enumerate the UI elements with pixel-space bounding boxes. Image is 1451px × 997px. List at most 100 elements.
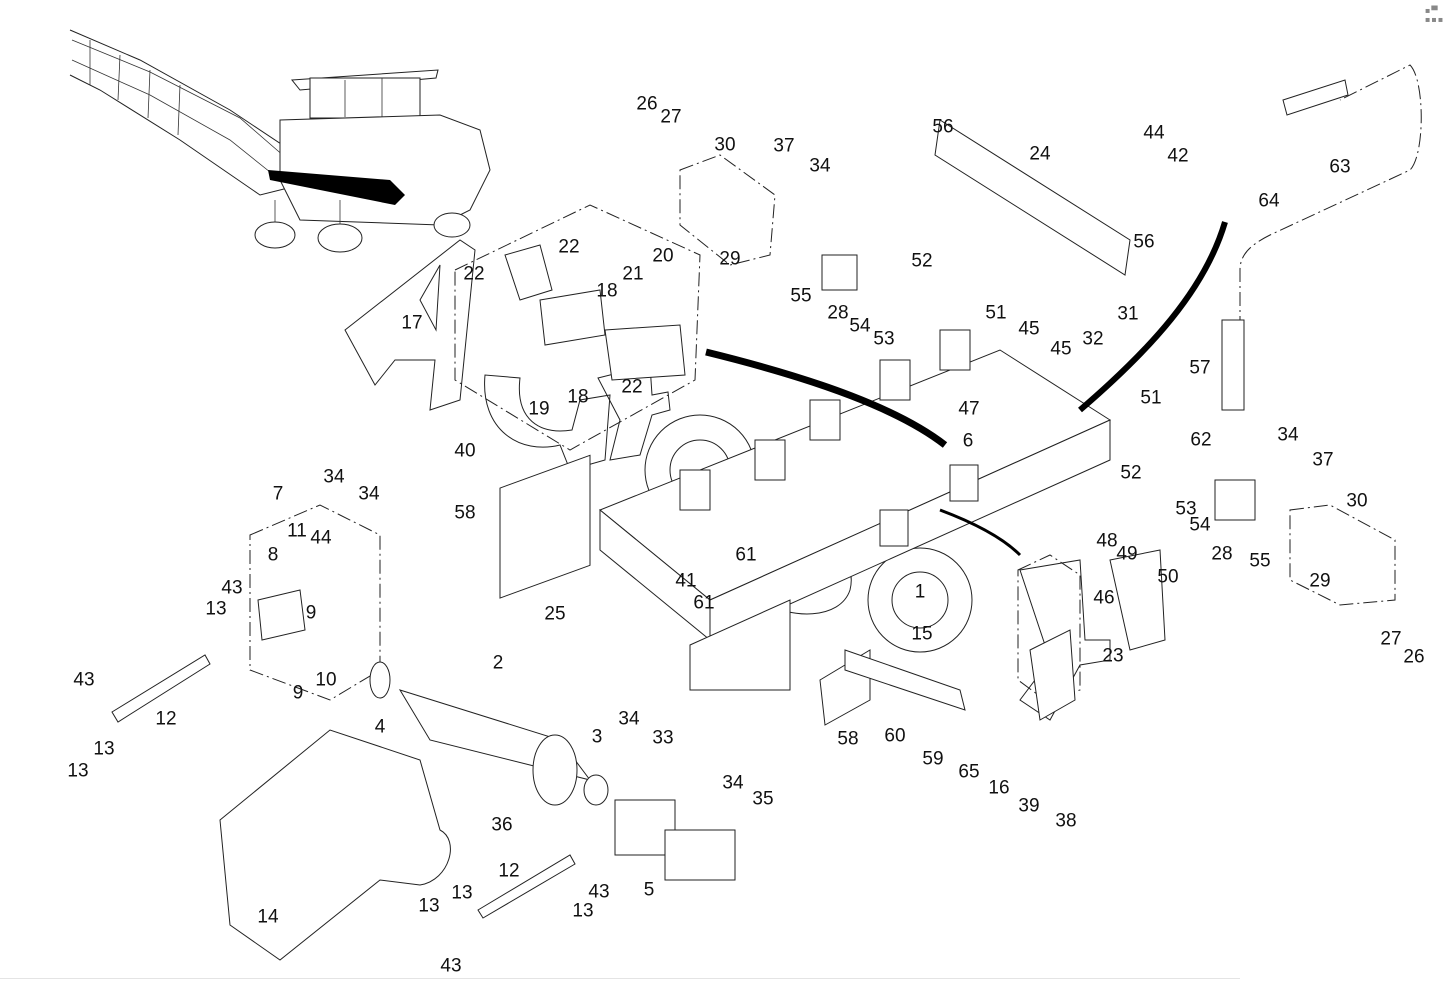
callout-label-59: 59	[922, 748, 944, 770]
callout-label-45: 45	[1018, 318, 1040, 340]
callout-label-13: 13	[572, 900, 594, 922]
callout-label-12: 12	[498, 860, 520, 882]
callout-label-41: 41	[675, 570, 697, 592]
callout-label-21: 21	[622, 263, 644, 285]
callout-label-3: 3	[591, 726, 603, 748]
group-outlines	[249, 64, 1422, 701]
callout-label-9: 9	[292, 682, 304, 704]
callout-label-43: 43	[440, 955, 462, 977]
callout-label-35: 35	[752, 788, 774, 810]
callout-label-48: 48	[1096, 530, 1118, 552]
callout-label-56: 56	[1133, 231, 1155, 253]
callout-label-34: 34	[323, 466, 345, 488]
callout-label-46: 46	[1093, 587, 1115, 609]
callout-label-27: 27	[660, 106, 682, 128]
callout-label-18: 18	[567, 386, 589, 408]
callout-label-22: 22	[621, 376, 643, 398]
callout-label-25: 25	[544, 603, 566, 625]
callout-label-31: 31	[1117, 303, 1139, 325]
callout-label-28: 28	[827, 302, 849, 324]
callout-label-26: 26	[636, 93, 658, 115]
callout-label-2: 2	[492, 652, 504, 674]
callout-label-36: 36	[491, 814, 513, 836]
callout-label-61: 61	[735, 544, 757, 566]
callout-label-57: 57	[1189, 357, 1211, 379]
callout-label-30: 30	[1346, 490, 1368, 512]
callout-label-55: 55	[1249, 550, 1271, 572]
callout-label-42: 42	[1167, 145, 1189, 167]
callout-label-51: 51	[1140, 387, 1162, 409]
callout-label-13: 13	[451, 882, 473, 904]
callout-label-61: 61	[693, 592, 715, 614]
callout-label-8: 8	[267, 544, 279, 566]
callout-label-58: 58	[837, 728, 859, 750]
callout-label-63: 63	[1329, 156, 1351, 178]
callout-label-50: 50	[1157, 566, 1179, 588]
callout-label-22: 22	[558, 236, 580, 258]
callout-label-29: 29	[1309, 570, 1331, 592]
toolbar-dots: ▪▀ ▪▪▪	[1425, 6, 1445, 24]
bottom-divider	[0, 978, 1240, 979]
callout-label-54: 54	[1189, 514, 1211, 536]
callout-label-52: 52	[911, 250, 933, 272]
callout-label-65: 65	[958, 761, 980, 783]
callout-label-44: 44	[310, 527, 332, 549]
callout-label-32: 32	[1082, 328, 1104, 350]
callout-label-6: 6	[962, 430, 974, 452]
callout-label-7: 7	[272, 483, 284, 505]
callout-label-64: 64	[1258, 190, 1280, 212]
callout-label-5: 5	[643, 879, 655, 901]
callout-label-53: 53	[873, 328, 895, 350]
callout-label-43: 43	[588, 881, 610, 903]
callout-label-4: 4	[374, 716, 386, 738]
callout-label-24: 24	[1029, 143, 1051, 165]
callout-label-15: 15	[911, 623, 933, 645]
parts-drawings	[111, 79, 1349, 961]
callout-label-37: 37	[1312, 449, 1334, 471]
callout-label-13: 13	[205, 598, 227, 620]
callout-label-18: 18	[596, 280, 618, 302]
callout-label-26: 26	[1403, 646, 1425, 668]
callout-label-34: 34	[1277, 424, 1299, 446]
callout-label-11: 11	[287, 520, 307, 542]
hose-lines	[705, 221, 1228, 557]
callout-label-47: 47	[958, 398, 980, 420]
callout-label-40: 40	[454, 440, 476, 462]
callout-label-44: 44	[1143, 122, 1165, 144]
callout-label-39: 39	[1018, 795, 1040, 817]
machine-overview	[69, 29, 491, 253]
callout-label-43: 43	[221, 577, 243, 599]
callout-label-55: 55	[790, 285, 812, 307]
callout-label-34: 34	[809, 155, 831, 177]
callout-label-58: 58	[454, 502, 476, 524]
callout-label-13: 13	[418, 895, 440, 917]
callout-label-23: 23	[1102, 645, 1124, 667]
callout-label-52: 52	[1120, 462, 1142, 484]
callout-label-22: 22	[463, 263, 485, 285]
callout-label-62: 62	[1190, 429, 1212, 451]
callout-label-54: 54	[849, 315, 871, 337]
callout-label-38: 38	[1055, 810, 1077, 832]
callout-label-13: 13	[93, 738, 115, 760]
callout-label-9: 9	[305, 602, 317, 624]
callout-label-37: 37	[773, 135, 795, 157]
callout-label-19: 19	[528, 398, 550, 420]
callout-label-60: 60	[884, 725, 906, 747]
callout-label-43: 43	[73, 669, 95, 691]
callout-label-34: 34	[722, 772, 744, 794]
callout-label-33: 33	[652, 727, 674, 749]
callout-label-27: 27	[1380, 628, 1402, 650]
callout-label-30: 30	[714, 134, 736, 156]
callout-label-10: 10	[315, 669, 337, 691]
callout-label-1: 1	[914, 581, 926, 603]
callout-label-28: 28	[1211, 543, 1233, 565]
callout-label-12: 12	[155, 708, 177, 730]
callout-label-34: 34	[358, 483, 380, 505]
callout-label-45: 45	[1050, 338, 1072, 360]
callout-label-56: 56	[932, 116, 954, 138]
callout-label-20: 20	[652, 245, 674, 267]
callout-label-34: 34	[618, 708, 640, 730]
callout-label-51: 51	[985, 302, 1007, 324]
callout-label-17: 17	[401, 312, 423, 334]
